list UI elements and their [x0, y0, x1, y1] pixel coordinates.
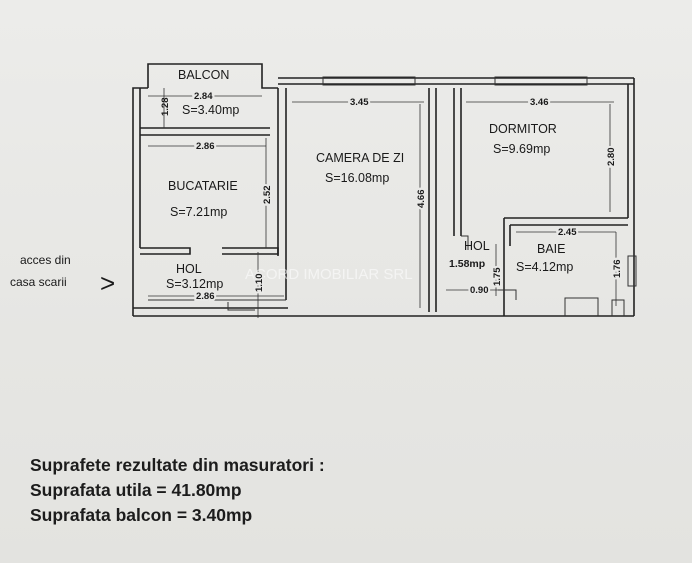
dim-dormitor-height: 2.80	[606, 148, 617, 167]
room-balcon-area: S=3.40mp	[182, 103, 239, 117]
area-summary: Suprafete rezultate din masuratori : Sup…	[30, 453, 325, 528]
entry-arrow-icon: >	[100, 268, 115, 298]
dim-bucatarie-width: 2.86	[196, 141, 215, 152]
dim-hol-height: 1.10	[254, 274, 265, 293]
summary-balcony-area: Suprafata balcon = 3.40mp	[30, 505, 253, 525]
room-baie-area: S=4.12mp	[516, 260, 573, 274]
entry-label-line1: acces din	[20, 253, 71, 267]
room-hol-right-name: HOL	[464, 239, 490, 253]
dim-dormitor-width: 3.46	[530, 97, 549, 108]
walls	[132, 63, 637, 317]
dim-camera-width: 3.45	[350, 97, 369, 108]
summary-title: Suprafete rezultate din masuratori :	[30, 455, 325, 475]
dimension-lines	[148, 88, 617, 318]
dim-hol-width: 2.86	[196, 291, 215, 302]
watermark: ACORD IMOBILIAR SRL	[245, 266, 413, 283]
room-hol-right-area: 1.58mp	[449, 258, 485, 270]
room-dormitor-name: DORMITOR	[489, 122, 557, 136]
summary-usable-area: Suprafata utila = 41.80mp	[30, 480, 242, 500]
room-camera-name: CAMERA DE ZI	[316, 151, 404, 165]
room-camera-area: S=16.08mp	[325, 171, 389, 185]
room-balcon-name: BALCON	[178, 68, 229, 82]
room-bucatarie-area: S=7.21mp	[170, 205, 227, 219]
dim-camera-height: 4.66	[416, 190, 427, 209]
dim-balcon-width: 2.84	[194, 91, 213, 102]
dimension-labels: 2.84 1.28 2.86 2.52 3.45 4.66 3.46 2.80 …	[160, 89, 625, 304]
dim-hol-right-height: 1.75	[492, 267, 503, 286]
room-hol-left-name: HOL	[176, 262, 202, 276]
dim-baie-width: 2.45	[558, 227, 577, 238]
room-dormitor-area: S=9.69mp	[493, 142, 550, 156]
dim-hol-right-width: 0.90	[470, 285, 489, 296]
dim-bucatarie-height: 2.52	[262, 186, 273, 205]
room-bucatarie-name: BUCATARIE	[168, 179, 238, 193]
room-baie-name: BAIE	[537, 242, 566, 256]
dim-balcon-height: 1.28	[160, 98, 171, 117]
entry-label-line2: casa scarii	[10, 275, 67, 289]
dim-baie-height: 1.76	[612, 260, 623, 279]
room-hol-left-area: S=3.12mp	[166, 277, 223, 291]
